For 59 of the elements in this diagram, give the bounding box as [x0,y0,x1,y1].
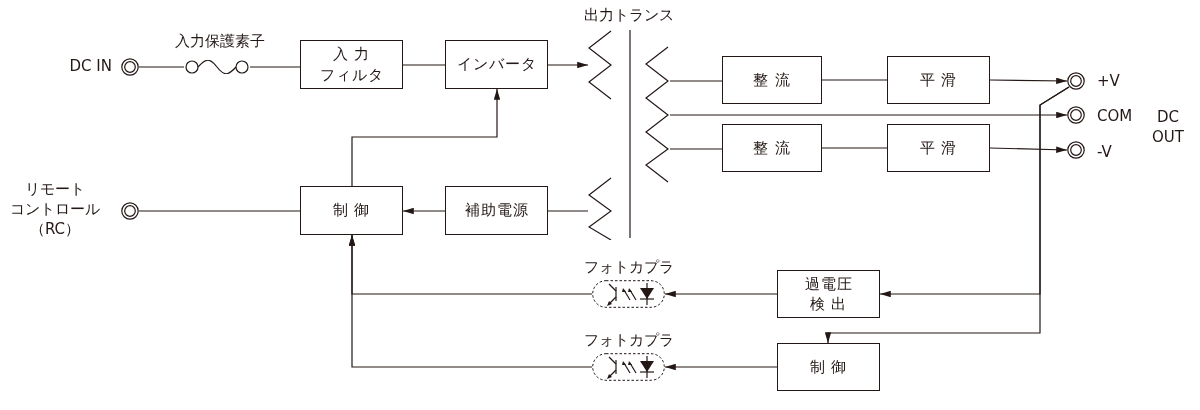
connector-line [664,363,778,371]
block-label: フィルタ [319,64,384,85]
block-label: 整 流 [753,137,791,159]
output-label: DC OUT [1151,108,1185,147]
connector-line [249,66,301,68]
connector-line [138,210,301,212]
terminal-icon [121,58,139,76]
process-block [722,56,822,104]
block-label: 平 滑 [919,69,958,91]
process-block [445,40,548,89]
process-block [777,270,880,318]
process-block [300,186,403,235]
connector-line [989,77,1068,85]
block-label: インバータ [456,54,537,75]
process-block [887,56,990,104]
fuse-label: 入力保護素子 [174,32,266,52]
connector-line [402,64,446,66]
block-label: 過電圧 [804,273,853,294]
process-block [777,343,880,391]
block-label: 補助電源 [464,200,529,221]
connector-line [664,290,778,298]
terminal-label: リモート [24,180,86,200]
terminal-icon [1067,141,1085,159]
terminal-label: （RC） [28,220,82,240]
process-block [722,124,822,172]
terminal-label: コントロール [9,200,101,220]
connector-line [669,111,1068,119]
connector-line [348,234,593,368]
photocoupler-label: フォトカプラ [583,258,674,278]
block-label: 平 滑 [919,137,958,159]
block-label: 検 出 [809,294,848,315]
block-label: 制 御 [809,356,848,378]
photocoupler-label: フォトカプラ [583,331,674,351]
terminal-label: DC IN [68,57,112,77]
terminal-icon [1067,106,1085,124]
terminal-label: COM [1097,107,1134,127]
process-block [445,186,548,235]
connector-line [547,210,589,212]
connector-line [547,61,589,69]
block-label: 整 流 [753,69,791,91]
connector-line [669,148,723,150]
connector-line [402,207,446,215]
terminal-label: +V [1097,72,1121,92]
transformer-label: 出力トランス [584,6,674,26]
connector-line [821,147,888,149]
connector-line [138,66,185,68]
connector-line [824,86,1070,344]
fuse-symbol [184,60,250,74]
terminal-icon [1067,72,1085,90]
connector-line [669,80,723,82]
connector-line [989,146,1068,153]
process-block [887,124,990,172]
connector-line [351,88,501,187]
connector-line [821,79,888,81]
block-label: 制 御 [332,200,371,221]
terminal-icon [121,202,139,220]
block-label: 入 力 [332,44,371,65]
terminal-label: -V [1097,143,1113,163]
process-block [300,40,403,89]
